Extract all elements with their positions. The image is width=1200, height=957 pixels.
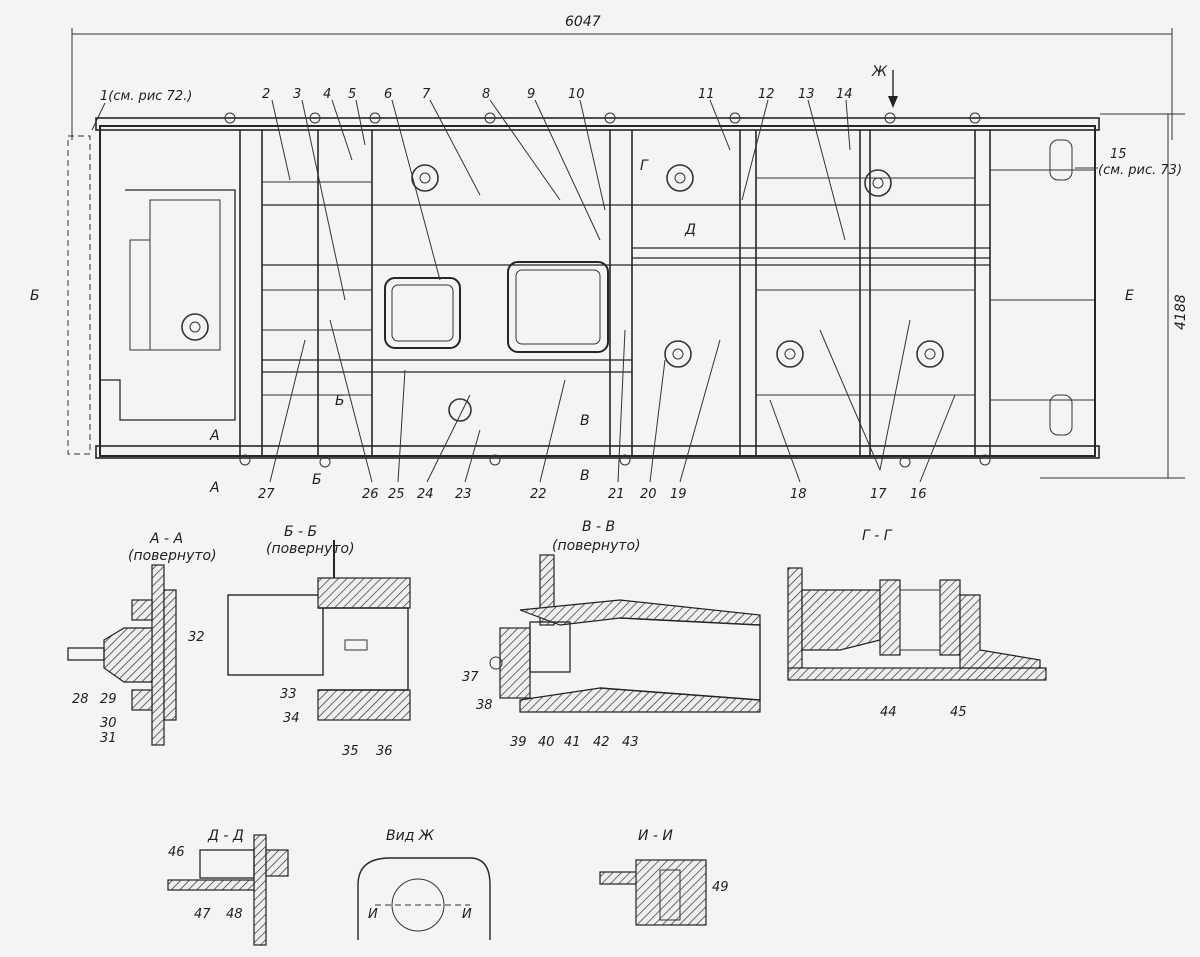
section-ii-title: И - И [638, 828, 673, 844]
callout-41: 41 [564, 735, 581, 750]
callout-9: 9 [527, 87, 535, 102]
section-aa-title: А - А [149, 531, 183, 547]
section-mark-d: Д [684, 222, 696, 238]
callout-34: 34 [283, 711, 300, 726]
section-mark-b-left: Б [30, 288, 40, 304]
callout-26: 26 [362, 487, 379, 502]
section-vv-subtitle: (повернуто) [552, 538, 641, 554]
callout-4: 4 [323, 87, 331, 102]
callout-20: 20 [640, 487, 657, 502]
callout-14: 14 [836, 87, 853, 102]
section-vv-title: В - В [582, 519, 615, 535]
section-mark-e-right: Е [1125, 288, 1134, 304]
callout-13: 13 [798, 87, 815, 102]
section-mark-b: Б [335, 393, 345, 409]
callout-46: 46 [168, 845, 185, 860]
callout-16: 16 [910, 487, 927, 502]
callout-17: 17 [870, 487, 887, 502]
view-zh-mark-left: И [368, 907, 378, 922]
callout-3: 3 [293, 87, 301, 102]
section-aa: А - А (повернуто) 32 28 29 30 31 [67, 531, 217, 746]
callout-39: 39 [510, 735, 527, 750]
callout-37: 37 [462, 670, 479, 685]
section-mark-a: А [209, 428, 220, 444]
callout-30: 30 [100, 716, 117, 731]
plan-view: 6047 4188 [30, 14, 1189, 502]
callout-11: 11 [698, 87, 715, 102]
section-bb-subtitle: (повернуто) [266, 541, 355, 557]
callout-18: 18 [790, 487, 807, 502]
section-mark-v: В [580, 413, 590, 429]
callout-47: 47 [194, 907, 211, 922]
callout-45: 45 [950, 705, 967, 720]
section-mark-a-bottom: А [209, 480, 220, 496]
callout-7: 7 [422, 87, 431, 102]
section-gg-title: Г - Г [862, 528, 893, 544]
callout-24: 24 [417, 487, 434, 502]
reference-note-right: (см. рис. 73) [1098, 163, 1182, 178]
section-ii: И - И 49 [599, 828, 729, 926]
callout-49: 49 [712, 880, 729, 895]
callout-27: 27 [258, 487, 275, 502]
reference-note-left: 1(см. рис 72.) [100, 89, 192, 104]
section-mark-g: Г [640, 158, 649, 174]
section-mark-b-bottom: Б [312, 472, 322, 488]
section-vv: В - В (повернуто) 37 38 39 40 41 42 43 [462, 519, 761, 750]
section-gg: Г - Г 44 45 [787, 528, 1047, 720]
section-bb-title: Б - Б [284, 524, 317, 540]
view-zh-title: Вид Ж [386, 828, 435, 844]
view-zh: Вид Ж И И [357, 828, 491, 940]
reference-number-right: 15 [1110, 147, 1127, 162]
callout-21: 21 [608, 487, 625, 502]
callout-32: 32 [188, 630, 205, 645]
callout-8: 8 [482, 87, 490, 102]
section-mark-v-bottom: В [580, 468, 590, 484]
section-dd-title: Д - Д [207, 828, 244, 844]
section-bb: Б - Б (повернуто) 33 34 35 36 [227, 524, 411, 759]
callout-6: 6 [384, 87, 392, 102]
callout-35: 35 [342, 744, 359, 759]
callout-28: 28 [72, 692, 89, 707]
callout-44: 44 [880, 705, 897, 720]
width-dimension-text: 4188 [1173, 294, 1189, 330]
callout-2: 2 [262, 87, 270, 102]
section-mark-zh: Ж [871, 64, 888, 80]
length-dimension-text: 6047 [565, 14, 601, 30]
section-dd: Д - Д 46 47 48 [167, 828, 289, 946]
callout-31: 31 [100, 731, 117, 746]
view-zh-mark-right: И [462, 907, 472, 922]
callout-10: 10 [568, 87, 585, 102]
section-aa-subtitle: (повернуто) [128, 548, 217, 564]
callout-12: 12 [758, 87, 775, 102]
callout-43: 43 [622, 735, 639, 750]
callout-19: 19 [670, 487, 687, 502]
callout-36: 36 [376, 744, 393, 759]
callout-48: 48 [226, 907, 243, 922]
callout-42: 42 [593, 735, 610, 750]
callout-25: 25 [388, 487, 405, 502]
callout-29: 29 [100, 692, 117, 707]
callout-38: 38 [476, 698, 493, 713]
callout-22: 22 [530, 487, 547, 502]
callout-23: 23 [455, 487, 472, 502]
callout-5: 5 [348, 87, 356, 102]
callout-33: 33 [280, 687, 297, 702]
callout-40: 40 [538, 735, 555, 750]
